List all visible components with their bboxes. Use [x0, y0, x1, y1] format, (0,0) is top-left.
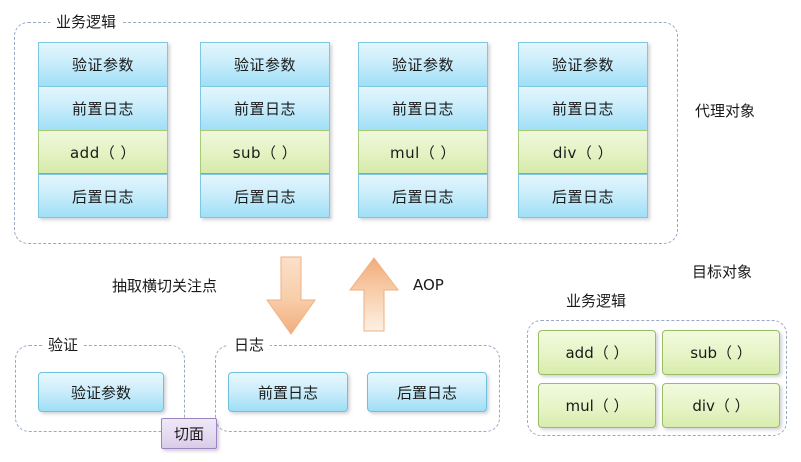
validation-group — [15, 345, 185, 432]
concern-box-after-log: 后置日志 — [367, 372, 487, 412]
card-cell-after-log: 后置日志 — [518, 174, 648, 218]
card-cell-method: sub（ ） — [200, 130, 330, 174]
card-cell-after-log: 后置日志 — [38, 174, 168, 218]
target-object-group — [527, 320, 787, 436]
log-group — [215, 345, 500, 432]
card-cell-method: div（ ） — [518, 130, 648, 174]
target-object-outside-label: 目标对象 — [692, 263, 753, 281]
card-cell-validate: 验证参数 — [38, 42, 168, 86]
card-cell-before-log: 前置日志 — [518, 86, 648, 130]
proxy-method-card: 验证参数 前置日志 add（ ） 后置日志 — [38, 42, 168, 218]
card-cell-before-log: 前置日志 — [358, 86, 488, 130]
proxy-group-label: 业务逻辑 — [50, 15, 123, 30]
card-cell-validate: 验证参数 — [200, 42, 330, 86]
proxy-method-card: 验证参数 前置日志 div（ ） 后置日志 — [518, 42, 648, 218]
target-group-label: 业务逻辑 — [560, 294, 633, 309]
proxy-object-group — [14, 22, 678, 244]
card-cell-method: add（ ） — [38, 130, 168, 174]
validation-group-label: 验证 — [42, 338, 85, 353]
concern-box-before-log: 前置日志 — [228, 372, 348, 412]
card-cell-before-log: 前置日志 — [38, 86, 168, 130]
card-cell-validate: 验证参数 — [358, 42, 488, 86]
proxy-method-card: 验证参数 前置日志 mul（ ） 后置日志 — [358, 42, 488, 218]
target-method-box: sub（ ） — [662, 330, 780, 375]
log-group-label: 日志 — [228, 338, 271, 353]
card-cell-method: mul（ ） — [358, 130, 488, 174]
extract-crosscutting-label: 抽取横切关注点 — [112, 277, 218, 295]
down-arrow — [265, 256, 317, 336]
card-cell-before-log: 前置日志 — [200, 86, 330, 130]
up-arrow — [348, 257, 400, 333]
card-cell-after-log: 后置日志 — [358, 174, 488, 218]
card-cell-validate: 验证参数 — [518, 42, 648, 86]
aop-label: AOP — [413, 276, 444, 294]
proxy-method-card: 验证参数 前置日志 sub（ ） 后置日志 — [200, 42, 330, 218]
card-cell-after-log: 后置日志 — [200, 174, 330, 218]
proxy-object-outside-label: 代理对象 — [695, 102, 756, 120]
aspect-badge: 切面 — [161, 418, 217, 449]
target-method-box: div（ ） — [662, 383, 780, 428]
concern-box-validate-params: 验证参数 — [38, 372, 164, 412]
target-method-box: add（ ） — [538, 330, 656, 375]
target-method-box: mul（ ） — [538, 383, 656, 428]
